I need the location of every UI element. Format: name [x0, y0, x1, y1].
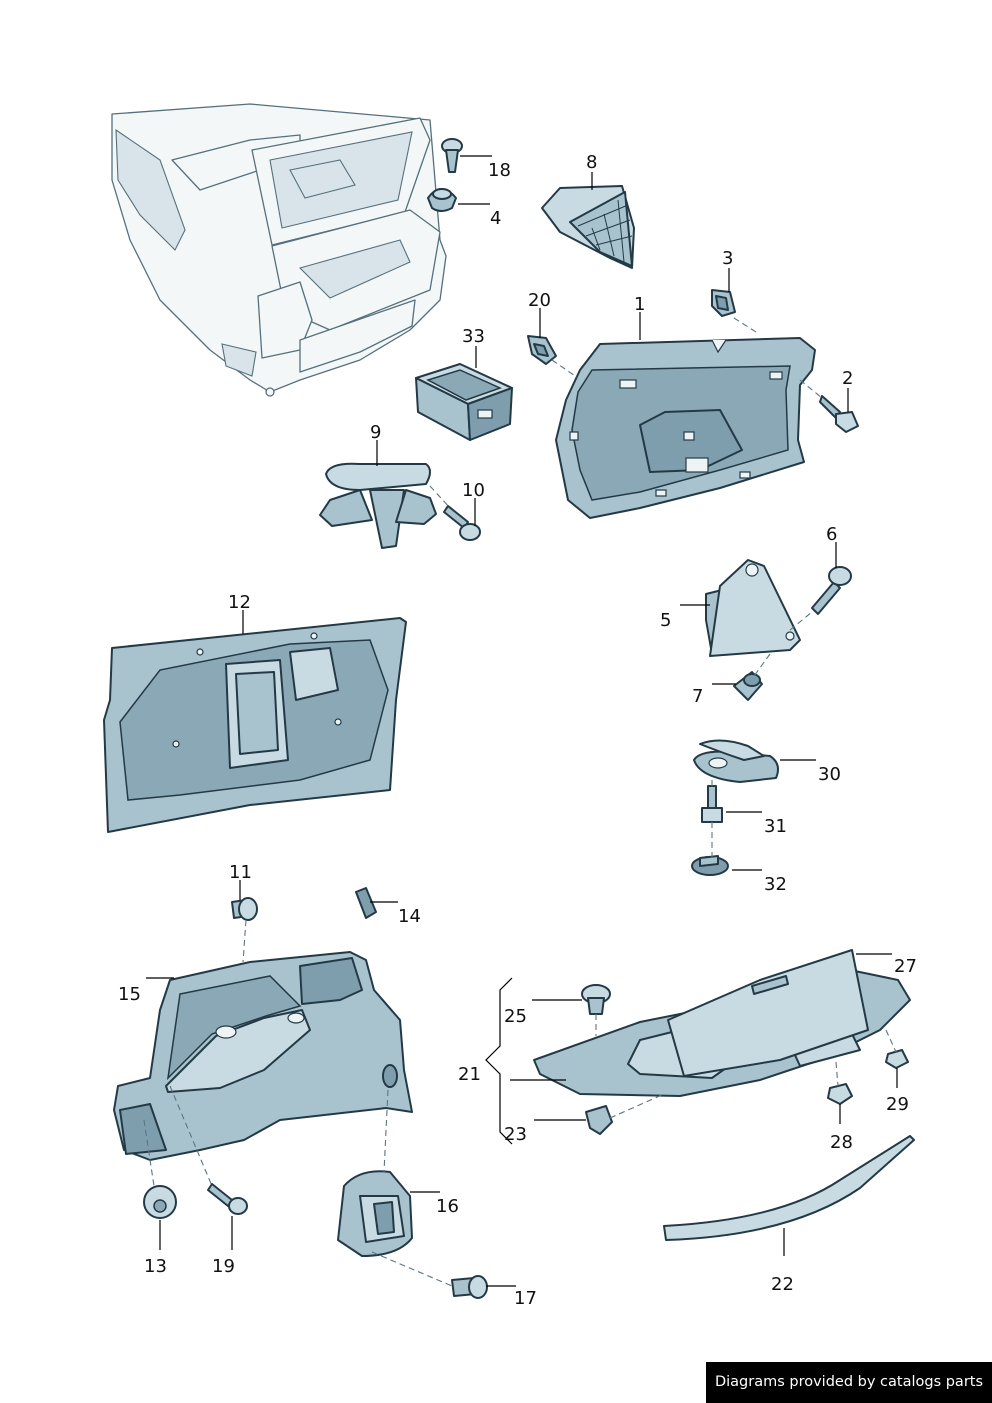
part-22-seal-strip — [663, 1135, 915, 1241]
label-29: 29 — [886, 1094, 909, 1115]
label-15: 15 — [118, 984, 141, 1005]
part-9-handle — [319, 462, 437, 549]
part-20-clip — [527, 335, 557, 365]
label-16: 16 — [436, 1196, 459, 1217]
part-28-nut — [827, 1083, 853, 1105]
part-5-bracket — [705, 559, 801, 657]
label-8: 8 — [586, 152, 597, 173]
part-32-cap — [691, 855, 729, 876]
part-number-labels: 18 4 8 3 20 1 2 33 9 10 6 5 7 12 30 31 3… — [118, 152, 917, 1309]
label-25: 25 — [504, 1006, 527, 1027]
part-1-trunk-lid-trim — [555, 337, 816, 519]
label-33: 33 — [462, 326, 485, 347]
leader-lines — [146, 155, 898, 1287]
label-17: 17 — [514, 1288, 537, 1309]
label-30: 30 — [818, 764, 841, 785]
label-9: 9 — [370, 422, 381, 443]
part-13-clip — [143, 1185, 177, 1219]
car-overview-illustration — [111, 103, 447, 397]
group-bracket-21 — [485, 977, 513, 1145]
part-15-side-trim — [113, 951, 413, 1161]
label-31: 31 — [764, 816, 787, 837]
label-21: 21 — [458, 1064, 481, 1085]
part-30-striker — [693, 739, 779, 783]
part-25-clip — [581, 984, 611, 1015]
label-5: 5 — [660, 610, 671, 631]
label-6: 6 — [826, 524, 837, 545]
label-1: 1 — [634, 294, 645, 315]
label-27: 27 — [894, 956, 917, 977]
part-29-nut — [885, 1049, 909, 1069]
part-23-clip — [585, 1105, 613, 1135]
footer-credit: Diagrams provided by catalogs parts — [706, 1362, 992, 1403]
part-10-screw — [443, 505, 481, 541]
label-19: 19 — [212, 1256, 235, 1277]
part-7-clip — [733, 671, 763, 701]
label-3: 3 — [722, 248, 733, 269]
label-18: 18 — [488, 160, 511, 181]
label-11: 11 — [229, 862, 252, 883]
part-3-clip — [711, 289, 736, 317]
label-23: 23 — [504, 1124, 527, 1145]
part-8-storage-net — [541, 185, 635, 269]
label-13: 13 — [144, 1256, 167, 1277]
part-19-screw — [207, 1183, 248, 1215]
part-18-screw — [441, 138, 463, 173]
label-12: 12 — [228, 592, 251, 613]
part-17-screw — [451, 1275, 488, 1299]
part-31-bolt — [701, 785, 723, 823]
label-14: 14 — [398, 906, 421, 927]
label-10: 10 — [462, 480, 485, 501]
part-11-rivet — [231, 897, 258, 921]
label-7: 7 — [692, 686, 703, 707]
label-28: 28 — [830, 1132, 853, 1153]
label-22: 22 — [771, 1274, 794, 1295]
part-14-cap — [355, 887, 377, 919]
part-12-trim-panel — [103, 617, 407, 833]
part-6-screw — [811, 566, 852, 615]
label-32: 32 — [764, 874, 787, 895]
part-27-rear-cover — [667, 949, 869, 1077]
label-20: 20 — [528, 290, 551, 311]
part-4-clip — [427, 188, 457, 212]
part-16-cover — [337, 1170, 413, 1257]
label-2: 2 — [842, 368, 853, 389]
part-33-storage-box — [415, 363, 513, 441]
label-4: 4 — [490, 208, 501, 229]
part-2-screw — [819, 395, 859, 433]
assembly-lines — [143, 317, 897, 1287]
